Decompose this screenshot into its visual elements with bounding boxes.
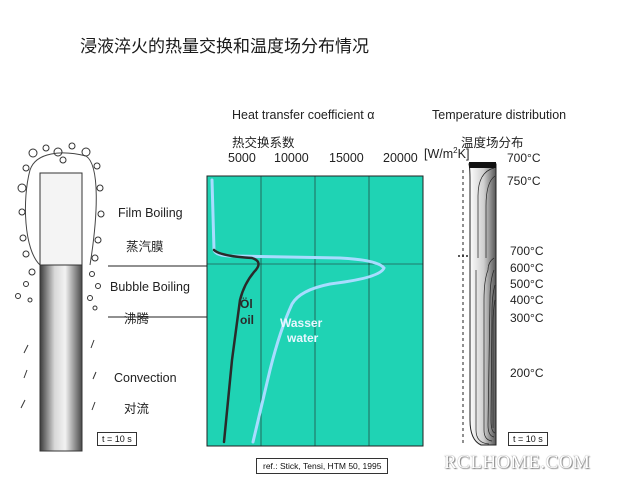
rod-top-cap bbox=[39, 172, 83, 266]
heat-transfer-header-cn: 热交换系数 bbox=[232, 136, 295, 150]
temp-label-500: 500°C bbox=[510, 277, 544, 291]
water-label-en: water bbox=[287, 331, 319, 345]
tick-15000: 15000 bbox=[329, 151, 364, 165]
time-label-right: t = 10 s bbox=[508, 432, 548, 446]
stage-convection: Convection bbox=[114, 371, 177, 385]
temperature-top-cap bbox=[469, 162, 496, 168]
tick-20000: 20000 bbox=[383, 151, 418, 165]
tick-10000: 10000 bbox=[274, 151, 309, 165]
reference-note: ref.: Stick, Tensi, HTM 50, 1995 bbox=[256, 458, 389, 474]
convection-marks bbox=[20, 339, 97, 411]
temp-label-200: 200°C bbox=[510, 366, 544, 380]
stage-bubble-boiling: Bubble Boiling bbox=[110, 280, 190, 294]
axis-unit: [W/m2K] bbox=[424, 146, 470, 162]
oil-label-de: Öl bbox=[240, 297, 253, 311]
oil-curve bbox=[212, 248, 260, 444]
stage-film-boiling: Film Boiling bbox=[118, 206, 183, 220]
temp-label-700-top: 700°C bbox=[507, 151, 541, 165]
vapor-bubbles bbox=[15, 142, 105, 311]
time-label-left: t = 10 s bbox=[97, 432, 137, 446]
heat-plot-grid bbox=[207, 176, 423, 446]
temp-label-700: 700°C bbox=[510, 244, 544, 258]
isotherms bbox=[475, 167, 496, 445]
watermark: RCLHOME.COM bbox=[444, 452, 591, 473]
stage-bubble-boiling-cn: 沸腾 bbox=[124, 312, 150, 326]
heat-transfer-header: Heat transfer coefficient α bbox=[232, 108, 375, 122]
page-title: 浸液淬火的热量交换和温度场分布情况 bbox=[80, 37, 369, 56]
temp-label-600: 600°C bbox=[510, 261, 544, 275]
tick-5000: 5000 bbox=[228, 151, 256, 165]
stage-film-boiling-cn: 蒸汽膜 bbox=[126, 240, 164, 254]
water-label-de: Wasser bbox=[280, 316, 323, 330]
oil-label-en: oil bbox=[240, 313, 254, 327]
temp-label-300: 300°C bbox=[510, 311, 544, 325]
temperature-header-cn: 温度场分布 bbox=[461, 136, 524, 150]
temperature-header: Temperature distribution bbox=[432, 108, 567, 122]
temp-label-750: 750°C bbox=[507, 174, 541, 188]
temp-label-400: 400°C bbox=[510, 293, 544, 307]
stage-convection-cn: 对流 bbox=[124, 402, 150, 416]
